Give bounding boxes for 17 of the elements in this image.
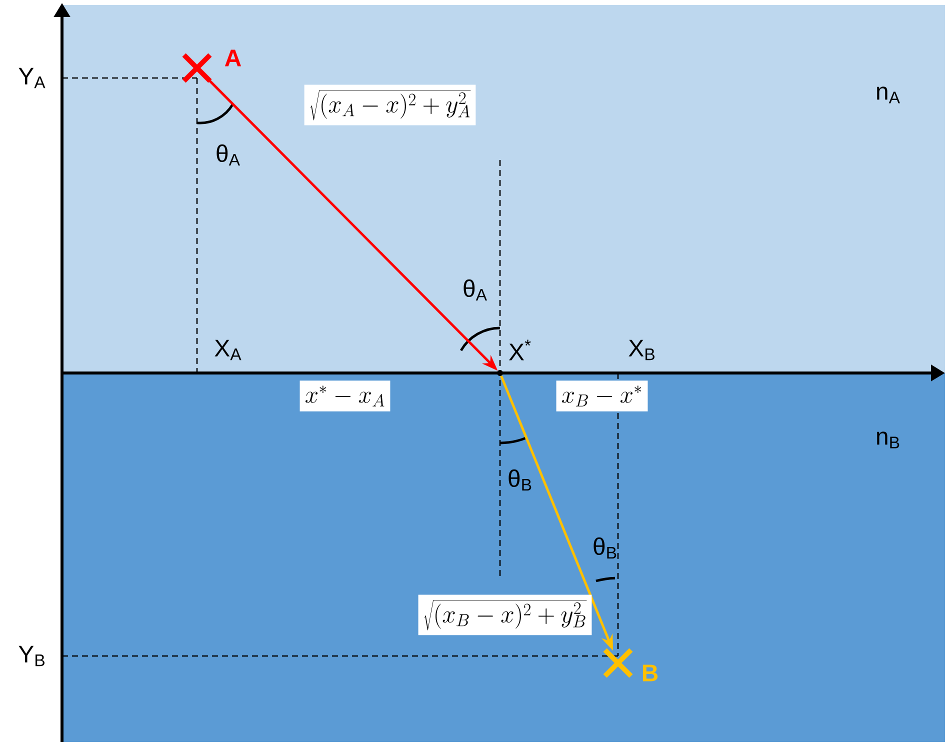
point-label: X$^{*}$ [509,340,531,360]
symbol-label: X$_{B}$ [628,340,654,360]
length-label: $x_B-x^*$ [556,380,648,412]
cross-mark [602,647,634,678]
symbol-label: X$_{A}$ [214,340,242,360]
symbol-label: n$_{A}$ [877,86,900,104]
point-label: A [224,50,242,66]
point-label: B [642,664,658,682]
symbol-label: Y$_{B}$ [18,646,44,666]
symbol-label: n$_{B}$ [877,432,900,448]
edge-label: $\sqrt{(x_A-x)^2+y_A^2}$ [310,90,471,120]
cross-mark [182,52,212,84]
symbol-label: θ$_{B}$ [508,469,532,491]
edge-label: $\sqrt{(x_B-x)^2+y_B^2}$ [424,600,587,630]
symbol-label: Y$_{A}$ [18,68,46,88]
refraction-point [497,370,503,376]
length-label: $x^*-x_A$ [300,380,390,412]
